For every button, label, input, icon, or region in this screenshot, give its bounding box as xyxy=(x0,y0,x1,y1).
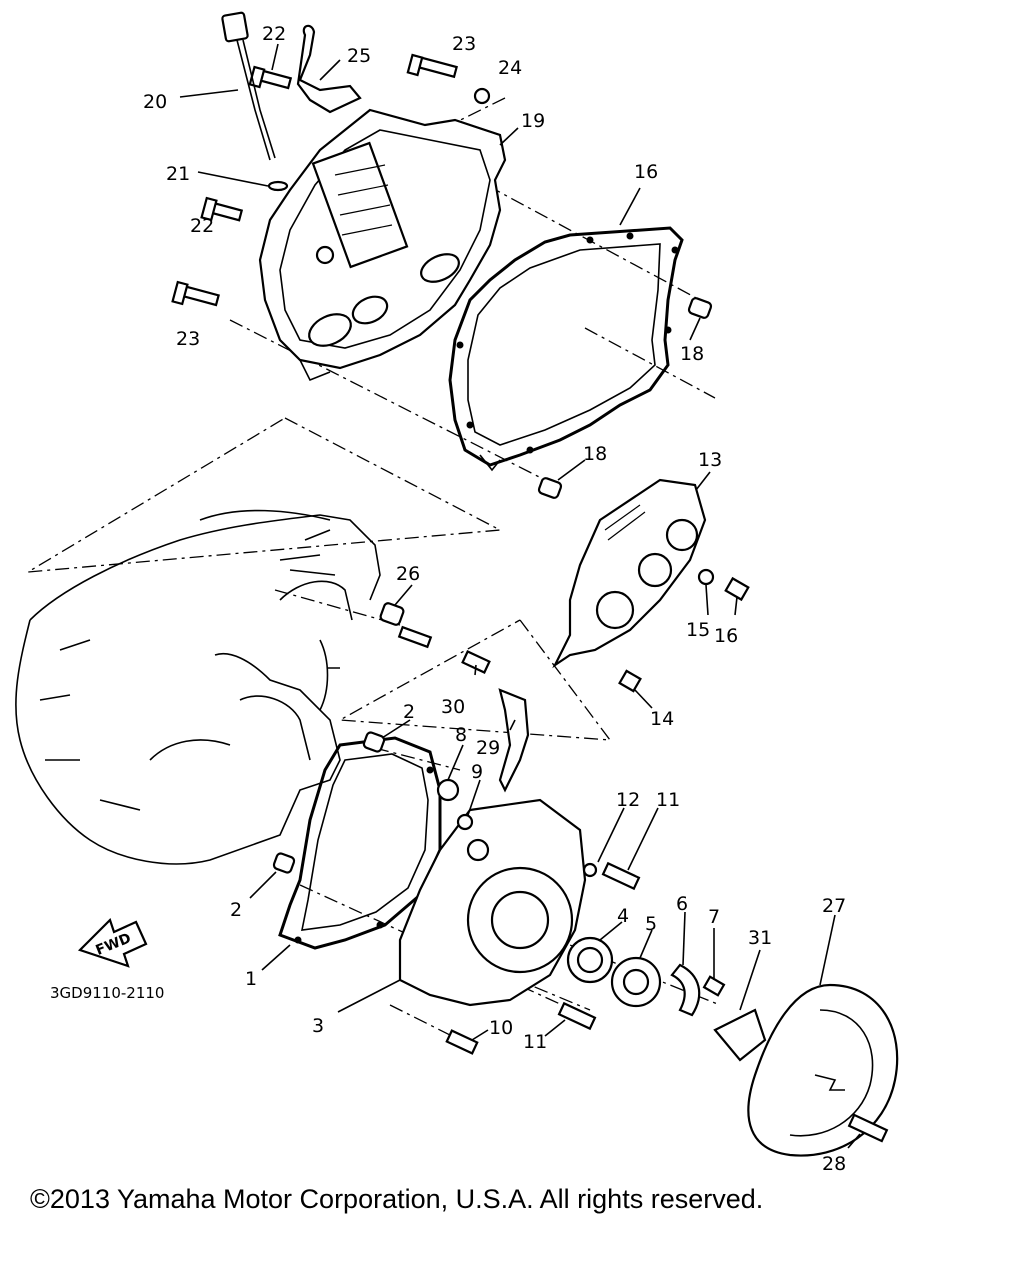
callout-1: 1 xyxy=(245,968,257,990)
callout-26: 26 xyxy=(396,563,420,585)
callout-6: 6 xyxy=(676,893,688,915)
callout-2-bottom: 2 xyxy=(230,899,242,921)
gasket xyxy=(448,226,684,472)
callout-16: 16 xyxy=(714,625,738,647)
bolts-top xyxy=(171,53,491,307)
callout-23-top: 23 xyxy=(452,33,476,55)
callout-14: 14 xyxy=(650,708,674,730)
copyright-notice: ©2013 Yamaha Motor Corporation, U.S.A. A… xyxy=(30,1184,764,1214)
callout-7: 7 xyxy=(708,906,720,928)
small-parts xyxy=(445,650,767,1062)
callout-24: 24 xyxy=(498,57,522,79)
generator-gasket xyxy=(272,731,442,950)
crankcase-cover xyxy=(747,983,899,1157)
cable-bracket xyxy=(296,24,362,114)
callout-20: 20 xyxy=(143,91,167,113)
callout-2-top: 2 xyxy=(403,701,415,723)
callout-10: 10 xyxy=(489,1017,513,1039)
callout-11-top: 11 xyxy=(656,789,680,811)
callout-labels: 20 21 22 22 23 23 24 25 19 16 18 18 13 2… xyxy=(143,23,846,1175)
callout-29: 29 xyxy=(476,737,500,759)
callout-30: 30 xyxy=(441,696,465,718)
exploded-parts-diagram: FWD 20 21 xyxy=(15,11,899,1175)
crankcase-outline xyxy=(15,509,381,865)
callout-18-bottom: 18 xyxy=(583,443,607,465)
leader-lines xyxy=(179,43,861,1149)
callout-4: 4 xyxy=(617,905,629,927)
callout-21: 21 xyxy=(166,163,190,185)
callout-23-side: 23 xyxy=(176,328,200,350)
oil-dipstick xyxy=(221,11,289,192)
bolt-26 xyxy=(379,602,433,649)
drawing-code: 3GD9110-2110 xyxy=(50,984,164,1002)
callout-3: 3 xyxy=(312,1015,324,1037)
generator-cover xyxy=(398,778,587,1007)
callout-22-side: 22 xyxy=(190,215,214,237)
dowel-pins xyxy=(537,297,713,499)
forward-direction-arrow: FWD xyxy=(77,917,148,968)
callout-13: 13 xyxy=(698,449,722,471)
callout-12: 12 xyxy=(616,789,640,811)
clutch-cover xyxy=(258,108,507,382)
callout-31: 31 xyxy=(748,927,772,949)
callout-15: 15 xyxy=(686,619,710,641)
callout-28: 28 xyxy=(822,1153,846,1175)
callout-11-bottom: 11 xyxy=(523,1031,547,1053)
chain-cover xyxy=(552,478,750,693)
callout-5: 5 xyxy=(645,913,657,935)
callout-17: 16 xyxy=(634,161,658,183)
callout-22-top: 22 xyxy=(262,23,286,45)
callout-18-top: 18 xyxy=(680,343,704,365)
callout-8: 8 xyxy=(455,724,467,746)
callout-25: 25 xyxy=(347,45,371,67)
callout-19: 19 xyxy=(521,110,545,132)
callout-27: 27 xyxy=(822,895,846,917)
callout-9: 9 xyxy=(471,761,483,783)
